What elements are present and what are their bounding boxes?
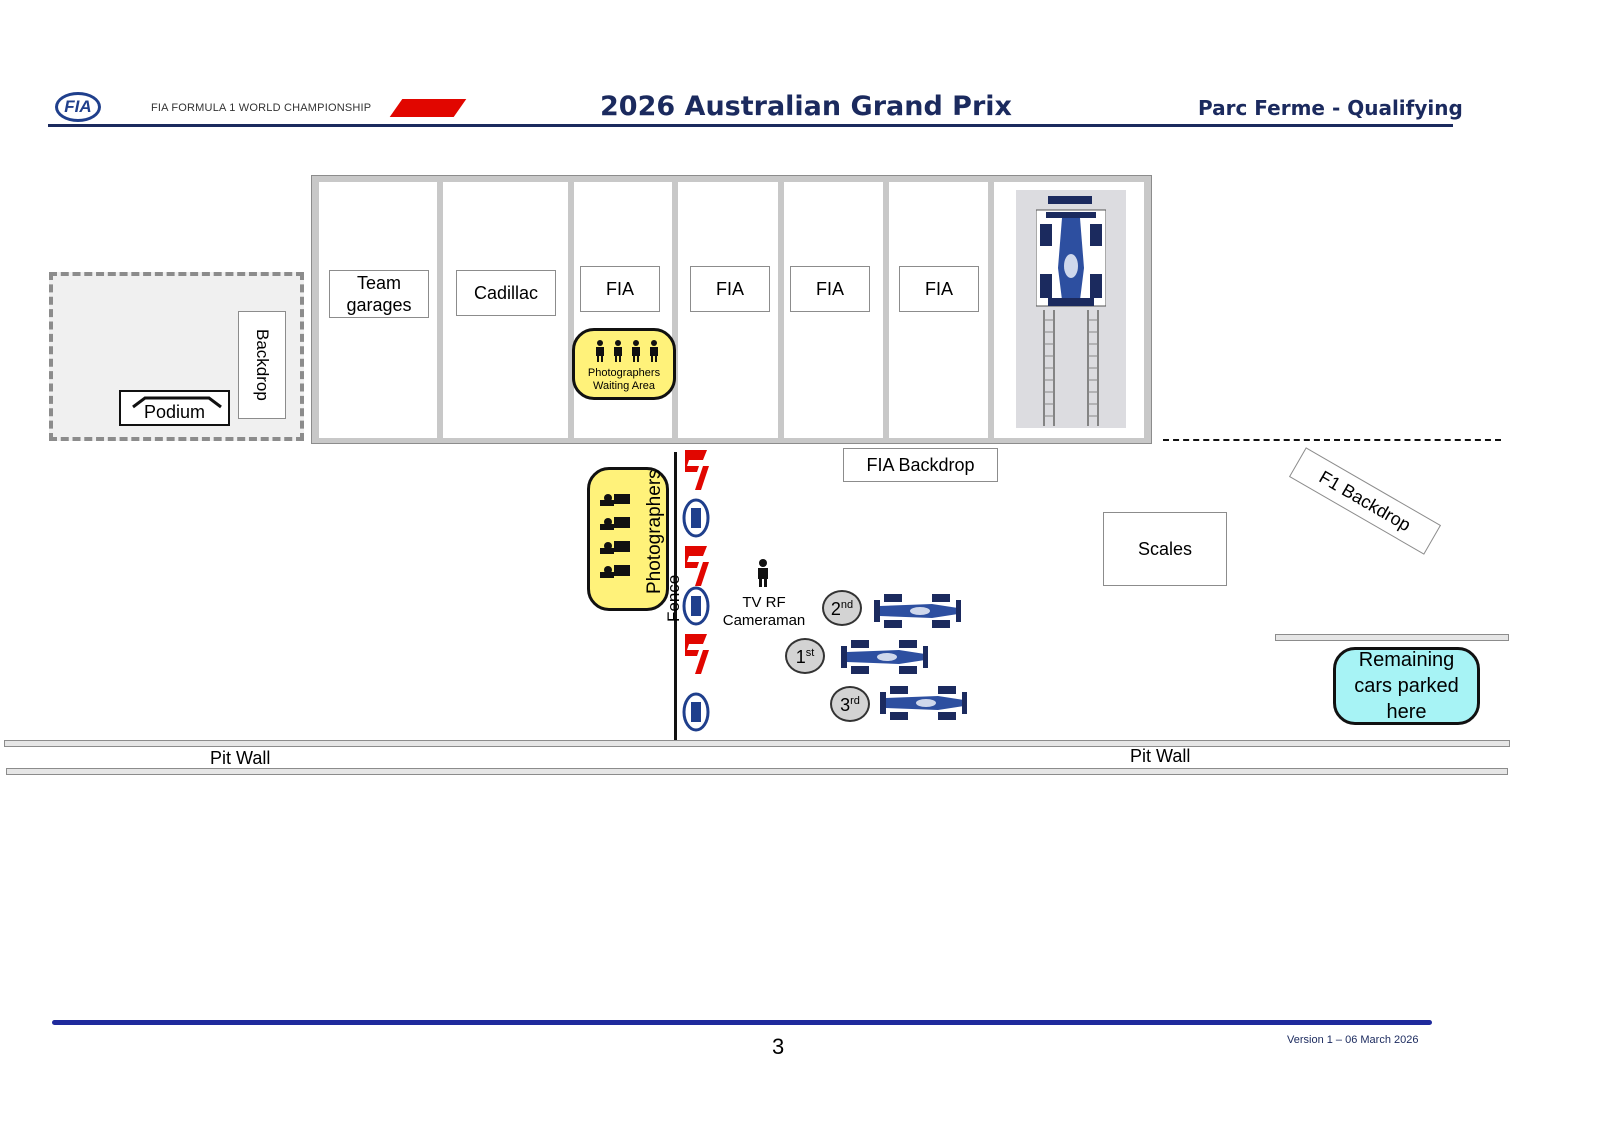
car-icon-3rd [880,686,967,720]
tv-camera-line1: TV RF [742,594,786,611]
position-marker-3rd: 3rd [830,686,870,722]
photographers-waiting-label: Photographers Waiting Area [587,367,661,392]
car-lift-bay [1016,190,1126,428]
garage-divider [437,182,443,438]
scales: Scales [1103,512,1227,586]
page-number: 3 [772,1034,785,1059]
podium-step-icon [132,396,222,409]
garage-divider [778,182,784,438]
cadillac-garage-label: Cadillac [456,270,556,316]
fia-garage-label: FIA [580,266,660,312]
backdrop-panel: Backdrop [238,311,286,419]
podium: Podium [119,390,230,426]
car-icon-1st [841,640,928,674]
championship-label: FIA FORMULA 1 WORLD CHAMPIONSHIP [151,102,372,114]
header-rule [48,124,1453,127]
garage-divider [672,182,678,438]
remaining-cars-area: Remaining cars parked here [1333,647,1480,725]
page-title: 2026 Australian Grand Prix [600,91,1012,122]
remaining-cars-barrier [1275,634,1509,641]
pit-wall-lower [6,768,1508,775]
photographer-icons [596,340,658,362]
position-marker-2nd: 2nd [822,590,862,626]
car-icon-2nd [874,594,961,628]
f1-backdrop: F1 Backdrop [1288,447,1442,555]
f1-car-icon [1036,209,1106,426]
photographers-label: Photographers [644,469,665,594]
version-label: Version 1 – 06 March 2026 [1287,1034,1419,1046]
fia-logo: FIA [55,92,101,122]
tv-camera-line2: Cameraman [722,612,806,629]
tv-camera-label: TV RF Cameraman [716,594,812,630]
pit-wall-label-left: Pit Wall [210,748,271,768]
photographers-area: Photographers [587,467,669,611]
cameraman-icon [758,559,768,587]
boundary-dashed-line [1163,439,1501,441]
garage-divider [568,182,574,438]
fia-garage-label: FIA [790,266,870,312]
fence-line [674,452,677,740]
fia-garage-label: FIA [899,266,979,312]
pit-wall-label-right: Pit Wall [1130,746,1191,766]
position-marker-1st: 1st [785,638,825,674]
garage-divider [883,182,889,438]
fia-backdrop: FIA Backdrop [843,448,998,482]
fence-branding [682,450,710,732]
photographers-waiting-area: Photographers Waiting Area [572,328,676,400]
fia-emblem [682,498,710,732]
fia-garage-label: FIA [690,266,770,312]
lift-marker [1048,196,1092,204]
photographer-icons [600,494,630,578]
section-title: Parc Ferme - Qualifying [1198,96,1463,120]
team-garages-label: Team garages [329,270,429,318]
podium-label: Podium [143,402,206,422]
backdrop-label: Backdrop [253,329,272,401]
pit-wall-upper [4,740,1510,747]
footer-rule [52,1020,1432,1025]
garage-divider [988,182,994,438]
remaining-cars-label: Remaining cars parked here [1354,649,1459,723]
f1-logo [389,99,467,117]
